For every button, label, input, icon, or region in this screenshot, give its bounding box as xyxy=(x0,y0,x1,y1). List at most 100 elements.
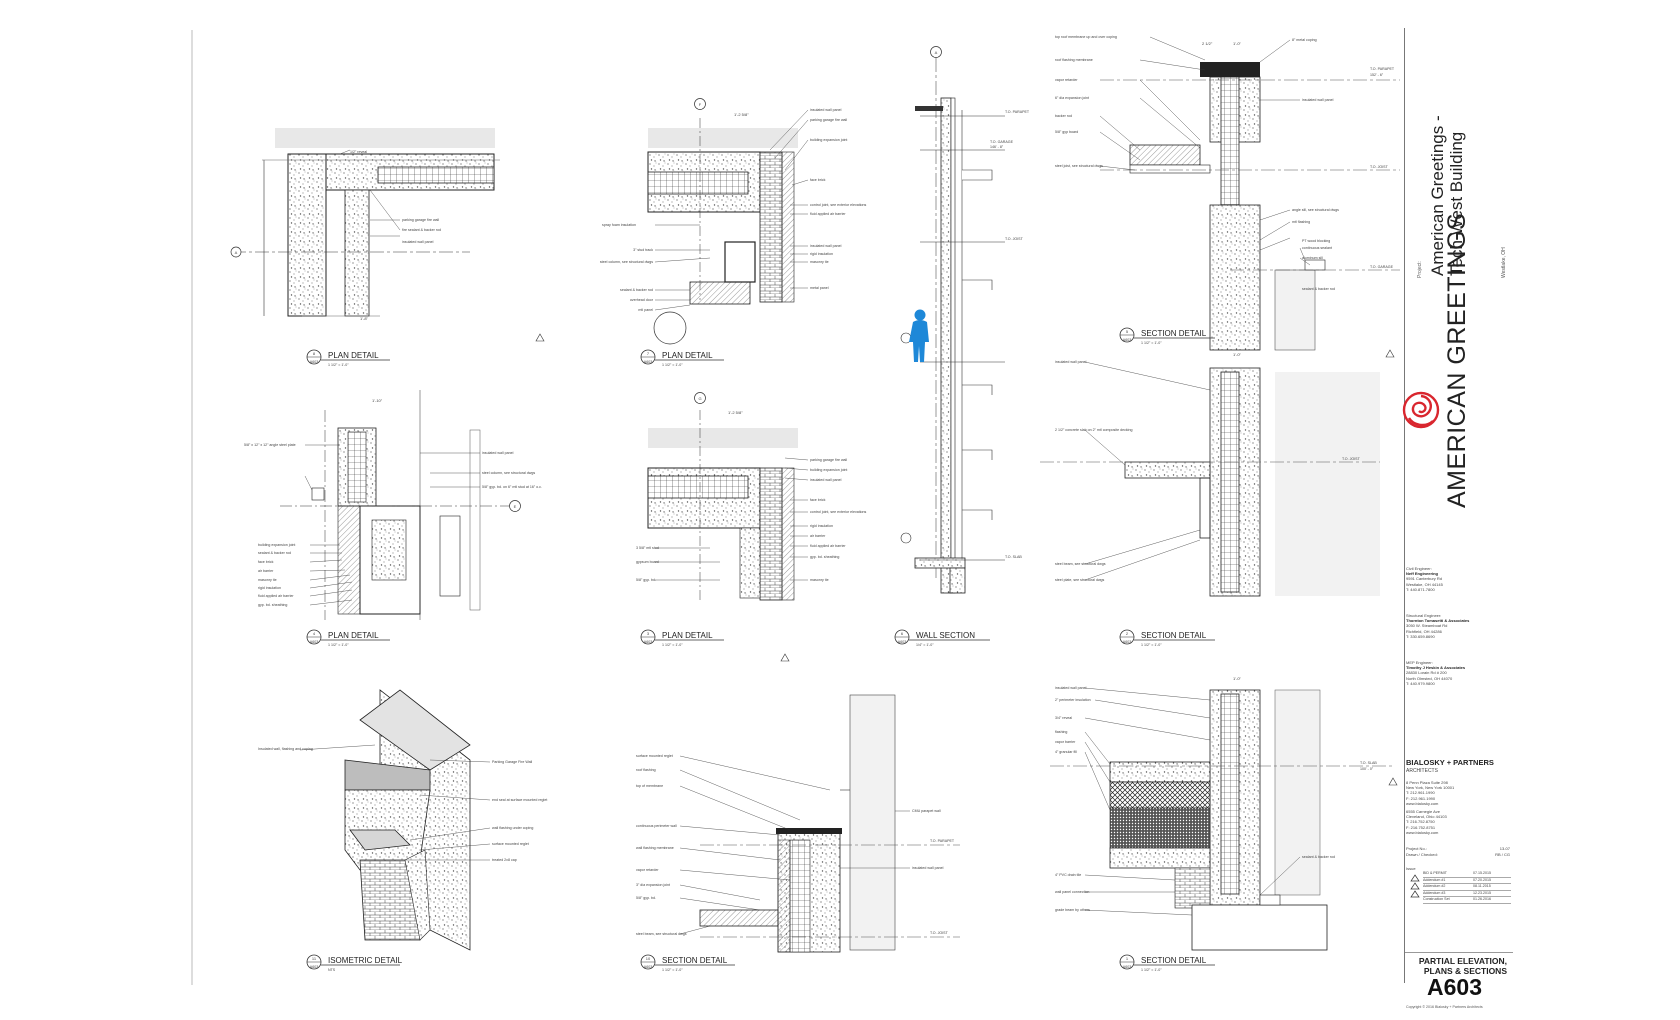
svg-text:masonry tie: masonry tie xyxy=(258,578,277,582)
svg-text:2 1/2": 2 1/2" xyxy=(1202,41,1213,46)
svg-text:CMU parapet wall: CMU parapet wall xyxy=(912,809,941,813)
scale-figure-person xyxy=(909,309,929,362)
svg-text:end seal at surface mounted re: end seal at surface mounted reglet xyxy=(492,798,547,802)
svg-text:insulated wall panel: insulated wall panel xyxy=(810,478,842,482)
svg-text:Parking Garage Fire Wall: Parking Garage Fire Wall xyxy=(492,760,532,764)
svg-text:1 1/2" = 1'-0": 1 1/2" = 1'-0" xyxy=(1141,341,1162,345)
firm-sub: ARCHITECTS xyxy=(1406,768,1438,774)
svg-text:3 5/8" mtl stud: 3 5/8" mtl stud xyxy=(636,546,659,550)
project-label: Project: xyxy=(1417,261,1423,278)
svg-text:3" dia expansion joint: 3" dia expansion joint xyxy=(636,883,670,887)
svg-text:spray foam insulation: spray foam insulation xyxy=(602,223,636,227)
svg-text:A603: A603 xyxy=(898,640,906,644)
svg-text:sealant & backer rod: sealant & backer rod xyxy=(1302,287,1335,291)
svg-text:sealant & backer rod: sealant & backer rod xyxy=(620,288,653,292)
svg-text:NTS: NTS xyxy=(328,968,336,972)
svg-text:2: 2 xyxy=(1126,631,1129,636)
svg-text:insulated wall panel: insulated wall panel xyxy=(912,866,944,870)
svg-text:mtl panel: mtl panel xyxy=(638,308,653,312)
svg-text:3" stud track: 3" stud track xyxy=(633,248,653,252)
svg-text:air barrier: air barrier xyxy=(810,534,826,538)
svg-text:wall panel connection: wall panel connection xyxy=(1055,890,1089,894)
svg-text:1 1/2" = 1'-0": 1 1/2" = 1'-0" xyxy=(662,968,683,972)
detail-8-title: 8 A603 PLAN DETAIL 1 1/2" = 1'-0" xyxy=(306,349,390,367)
svg-text:1: 1 xyxy=(1126,956,1129,961)
svg-text:10: 10 xyxy=(646,956,651,961)
consultant-3: MEP Engineer: Timothy J Heskin & Associa… xyxy=(1406,660,1466,686)
svg-text:SECTION DETAIL: SECTION DETAIL xyxy=(1141,329,1207,338)
svg-text:WALL SECTION: WALL SECTION xyxy=(916,631,975,640)
svg-text:masonry tie: masonry tie xyxy=(810,578,829,582)
sheet-title: PARTIAL ELEVATION, PLANS & SECTIONS xyxy=(1418,956,1507,976)
svg-text:A603: A603 xyxy=(644,965,652,969)
svg-text:5/8" gyp. bd. on 6" mtl stud a: 5/8" gyp. bd. on 6" mtl stud at 16" o.c. xyxy=(482,485,542,489)
svg-text:4" PVC drain tile: 4" PVC drain tile xyxy=(1055,873,1081,877)
detail-8-plan: A 1'-8" 1/2" reveal parking garage fire … xyxy=(230,128,545,342)
svg-text:gypsum board: gypsum board xyxy=(636,560,659,564)
svg-text:T.O. JOIST: T.O. JOIST xyxy=(1005,237,1024,241)
svg-text:PLAN DETAIL: PLAN DETAIL xyxy=(328,631,379,640)
svg-text:A603: A603 xyxy=(644,640,652,644)
svg-text:T.O. JOIST: T.O. JOIST xyxy=(1370,165,1389,169)
detail-6-wall-section: A T.O. GARAGE 146' - 8" T.O. JOIST T.O. … xyxy=(900,46,1030,594)
svg-text:A603: A603 xyxy=(1123,640,1131,644)
svg-text:sealant & backer rod: sealant & backer rod xyxy=(1302,855,1335,859)
svg-text:152' - 6": 152' - 6" xyxy=(1370,73,1384,77)
firm-address: 8 Penn Plaza Suite 298 New York, New Yor… xyxy=(1406,780,1455,835)
detail-1-section: 1'-0" T.O. SLAB 100' - 0" insulated wall… xyxy=(1050,676,1398,951)
svg-text:6: 6 xyxy=(901,631,904,636)
svg-text:fluid applied air barrier: fluid applied air barrier xyxy=(810,544,846,548)
svg-text:control joint, see exterior el: control joint, see exterior elevations xyxy=(810,510,867,514)
svg-text:6" dia expansion joint: 6" dia expansion joint xyxy=(1055,96,1089,100)
detail-2-title: 2 A603 SECTION DETAIL 1 1/2" = 1'-0" xyxy=(1119,629,1215,647)
svg-text:angle sill, see structural dwg: angle sill, see structural dwgs xyxy=(1292,208,1339,212)
svg-text:1'-2 5/8": 1'-2 5/8" xyxy=(728,410,743,415)
svg-text:overhead door: overhead door xyxy=(630,298,654,302)
svg-text:1 1/2" = 1'-0": 1 1/2" = 1'-0" xyxy=(1141,968,1162,972)
title-block: Project: American Greetings - Tech West … xyxy=(1402,28,1517,1009)
svg-text:surface mounted reglet: surface mounted reglet xyxy=(492,842,529,846)
svg-text:SECTION DETAIL: SECTION DETAIL xyxy=(1141,631,1207,640)
svg-text:A603: A603 xyxy=(1123,338,1131,342)
svg-text:T.O. PARAPET: T.O. PARAPET xyxy=(1005,110,1030,114)
svg-text:F: F xyxy=(699,102,702,107)
svg-text:insulated wall panel: insulated wall panel xyxy=(810,108,842,112)
svg-text:3: 3 xyxy=(647,631,650,636)
svg-text:steel column, see structural d: steel column, see structural dwgs xyxy=(600,260,653,264)
svg-text:face brick: face brick xyxy=(258,560,274,564)
svg-text:T.O. JOIST: T.O. JOIST xyxy=(930,931,949,935)
svg-text:roof flashing: roof flashing xyxy=(636,768,656,772)
svg-text:T.O. PARAPET: T.O. PARAPET xyxy=(1370,67,1395,71)
svg-text:4: 4 xyxy=(313,631,316,636)
consultant-1: Civil Engineer: Neff Engineering 9591 Ca… xyxy=(1406,566,1443,592)
svg-text:100' - 0": 100' - 0" xyxy=(1360,767,1374,771)
sheet-number: A603 xyxy=(1427,974,1482,1000)
svg-text:wall flashing membrane: wall flashing membrane xyxy=(636,846,674,850)
svg-text:5: 5 xyxy=(1126,329,1129,334)
svg-text:building expansion joint: building expansion joint xyxy=(258,543,295,547)
revision-delta-icons xyxy=(1410,874,1420,898)
svg-text:PT wood blocking: PT wood blocking xyxy=(1302,239,1330,243)
svg-text:steel beam, see structural dwg: steel beam, see structural dwgs xyxy=(1055,562,1106,566)
svg-text:surface mounted reglet: surface mounted reglet xyxy=(636,754,673,758)
svg-text:vapor retarder: vapor retarder xyxy=(636,868,659,872)
svg-text:insulated wall panel: insulated wall panel xyxy=(482,451,514,455)
svg-text:2 1/2" concrete slab on 2" mtl: 2 1/2" concrete slab on 2" mtl composite… xyxy=(1055,428,1132,432)
issue-label: Issue xyxy=(1406,866,1416,871)
svg-text:gyp. bd. sheathing: gyp. bd. sheathing xyxy=(258,603,287,607)
svg-text:A603: A603 xyxy=(310,360,318,364)
svg-text:1 1/2" = 1'-0": 1 1/2" = 1'-0" xyxy=(328,363,349,367)
svg-text:8" metal coping: 8" metal coping xyxy=(1292,38,1317,42)
svg-text:grade beam by others: grade beam by others xyxy=(1055,908,1090,912)
svg-text:treated 2x8 cap: treated 2x8 cap xyxy=(492,858,517,862)
svg-text:1/4" = 1'-0": 1/4" = 1'-0" xyxy=(916,643,934,647)
svg-text:T.O. SLAB: T.O. SLAB xyxy=(1360,761,1377,765)
svg-text:5/8" gyp. bd.: 5/8" gyp. bd. xyxy=(636,578,656,582)
svg-text:building expansion joint: building expansion joint xyxy=(810,138,847,142)
svg-text:fluid applied air barrier: fluid applied air barrier xyxy=(810,212,846,216)
svg-text:vapor barrier: vapor barrier xyxy=(1055,740,1076,744)
